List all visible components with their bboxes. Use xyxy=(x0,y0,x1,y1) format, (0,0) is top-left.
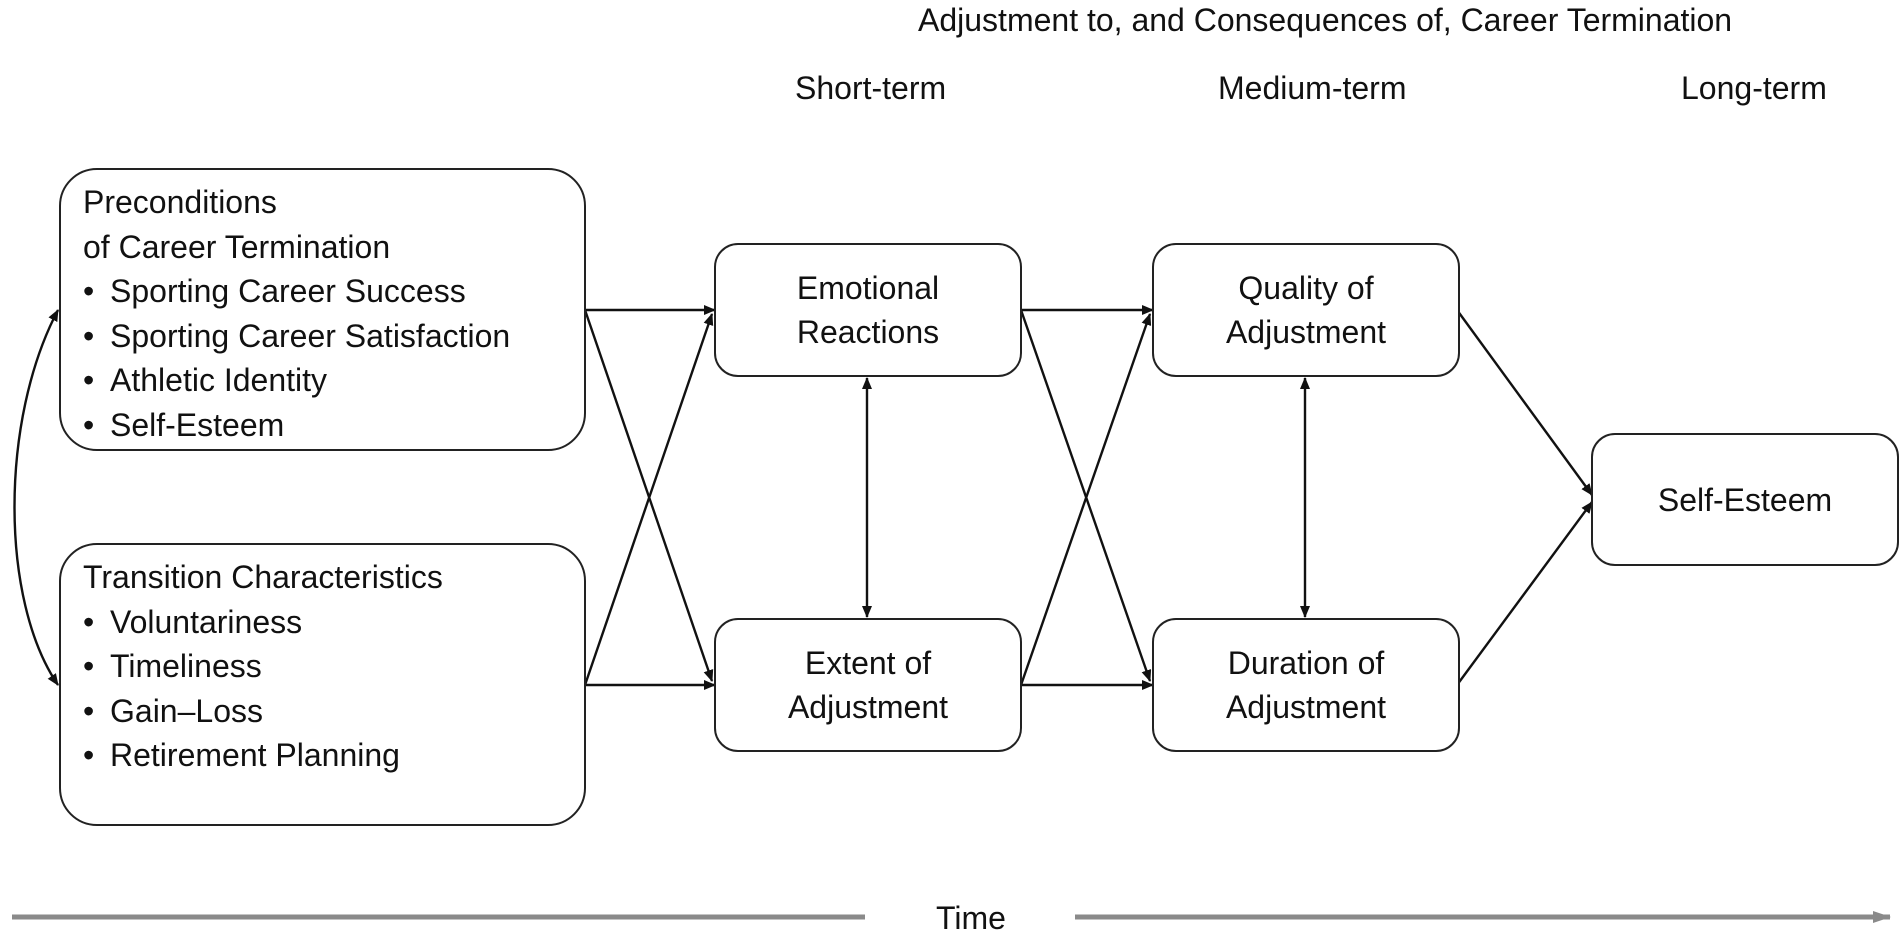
diagram-title: Adjustment to, and Consequences of, Care… xyxy=(918,2,1733,38)
duration-line1: Duration of xyxy=(1227,645,1385,681)
arrow-emotional-duration xyxy=(1019,309,1152,682)
preconditions-box: Preconditions of Career Termination Spor… xyxy=(59,168,586,451)
arrow-preconditions-extent xyxy=(583,309,714,682)
list-item: Voluntariness xyxy=(83,600,584,645)
list-item: Sporting Career Satisfaction xyxy=(83,314,584,359)
arrow-duration-selfesteem xyxy=(1456,501,1593,686)
quality-of-adjustment-box: Quality of Adjustment xyxy=(1152,243,1460,377)
phase-long-term: Long-term xyxy=(1681,70,1827,106)
extent-line1: Extent of xyxy=(804,645,932,681)
phase-medium-term: Medium-term xyxy=(1218,70,1407,106)
extent-line2: Adjustment xyxy=(787,689,949,725)
list-item: Gain–Loss xyxy=(83,689,584,734)
list-item: Sporting Career Success xyxy=(83,269,584,314)
list-item: Retirement Planning xyxy=(83,733,584,778)
transition-list: Voluntariness Timeliness Gain–Loss Retir… xyxy=(83,600,584,778)
duration-line2: Adjustment xyxy=(1225,689,1387,725)
time-axis-label: Time xyxy=(936,900,1006,936)
preconditions-title-line1: Preconditions xyxy=(83,184,277,220)
arrow-preconditions-transition xyxy=(13,309,60,686)
emotional-line1: Emotional xyxy=(796,270,940,306)
arrow-quality-selfesteem xyxy=(1456,309,1593,496)
transition-title: Transition Characteristics xyxy=(83,559,443,595)
emotional-line2: Reactions xyxy=(796,314,940,350)
emotional-reactions-box: Emotional Reactions xyxy=(714,243,1022,377)
preconditions-list: Sporting Career Success Sporting Career … xyxy=(83,269,584,447)
arrow-transition-emotional xyxy=(583,313,714,686)
arrow-extent-quality xyxy=(1019,313,1152,686)
self-esteem-box: Self-Esteem xyxy=(1591,433,1899,566)
extent-of-adjustment-box: Extent of Adjustment xyxy=(714,618,1022,752)
self-esteem-label: Self-Esteem xyxy=(1657,481,1833,518)
list-item: Athletic Identity xyxy=(83,358,584,403)
list-item: Self-Esteem xyxy=(83,403,584,448)
transition-box: Transition Characteristics Voluntariness… xyxy=(59,543,586,826)
phase-short-term: Short-term xyxy=(795,70,947,106)
quality-line1: Quality of xyxy=(1238,270,1374,306)
duration-of-adjustment-box: Duration of Adjustment xyxy=(1152,618,1460,752)
quality-line2: Adjustment xyxy=(1225,314,1387,350)
list-item: Timeliness xyxy=(83,644,584,689)
preconditions-title-line2: of Career Termination xyxy=(83,228,391,265)
